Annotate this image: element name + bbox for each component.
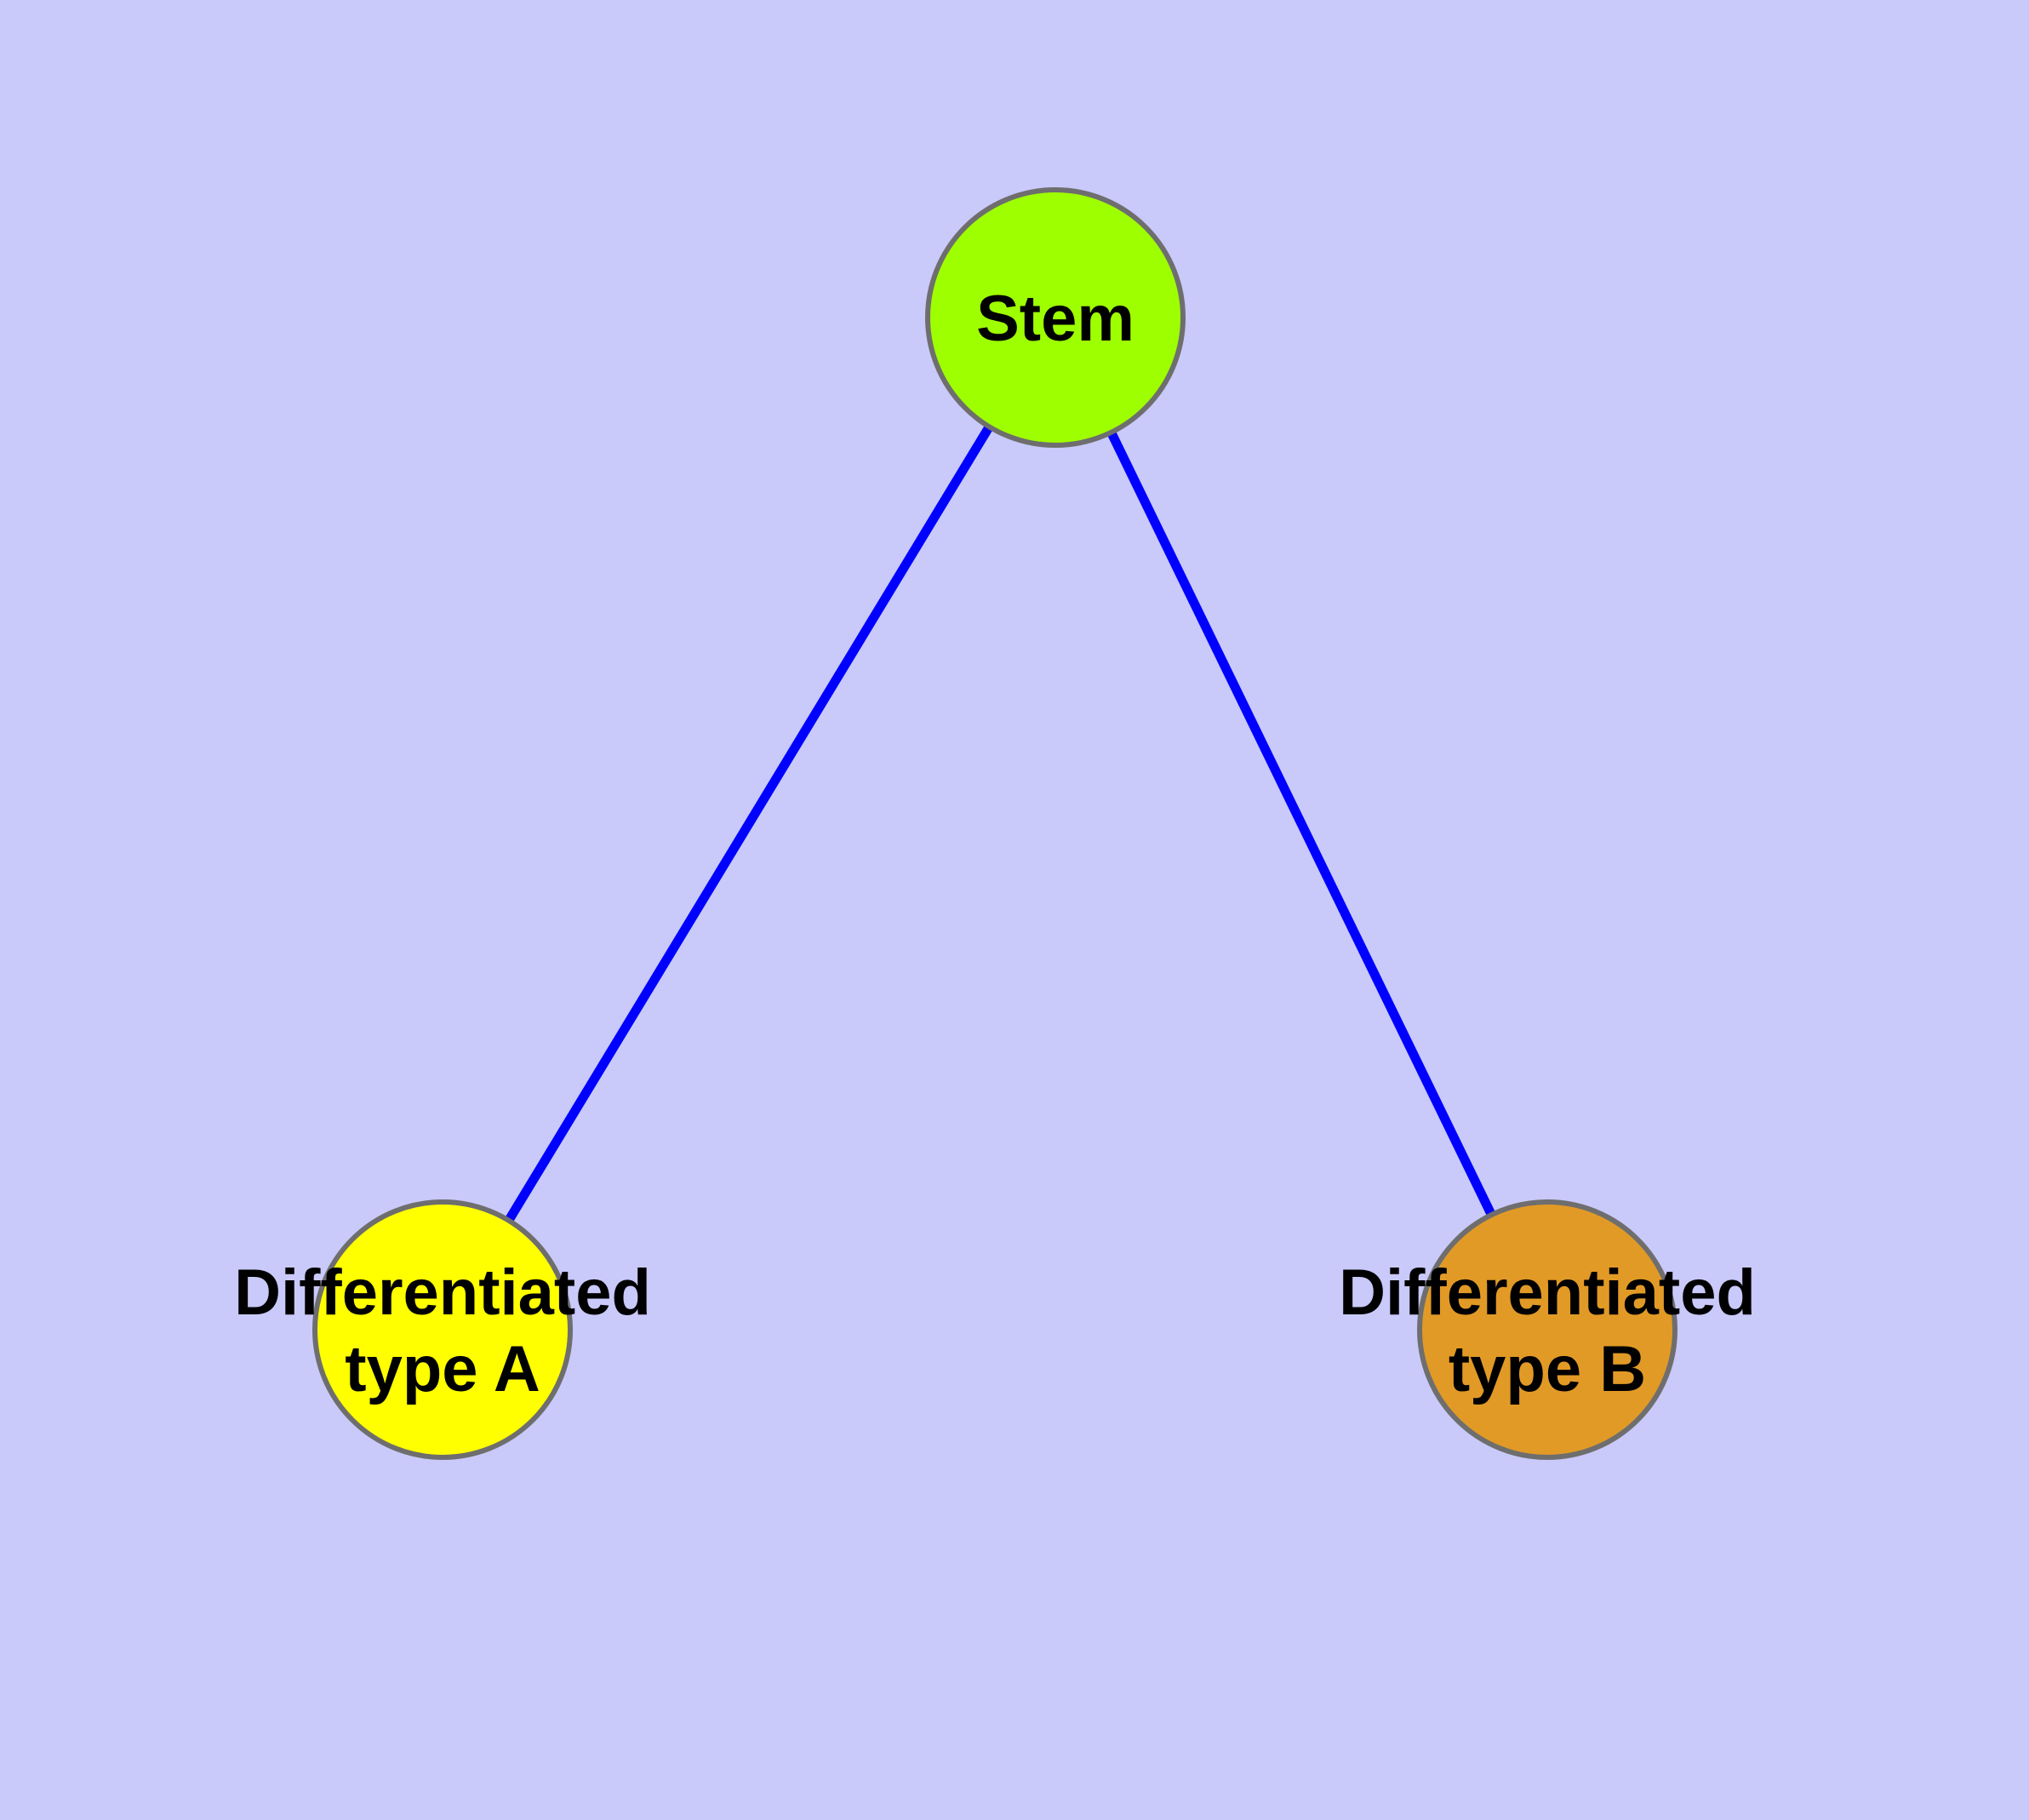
node-stem[interactable]: Stem: [925, 187, 1186, 448]
node-diff-b-label-line2: type B: [1449, 1333, 1646, 1405]
node-diff-a-circle[interactable]: [312, 1199, 573, 1460]
node-diff-b-circle[interactable]: [1417, 1199, 1677, 1460]
edge-stem-to-diff-b[interactable]: [1102, 421, 1500, 1227]
node-diff-a-label-line1: Differentiated: [234, 1256, 651, 1329]
edge-layer: [499, 415, 1500, 1232]
edge-stem-to-diff-a[interactable]: [499, 415, 999, 1232]
node-diff-b-label-line1: Differentiated: [1339, 1256, 1756, 1329]
node-diff-a-label-line2: type A: [345, 1333, 540, 1405]
node-diff-b[interactable]: Differentiated type B: [1339, 1199, 1756, 1460]
node-diff-a[interactable]: Differentiated type A: [234, 1199, 651, 1460]
node-stem-label-line1: Stem: [976, 283, 1135, 355]
node-stem-circle[interactable]: [925, 187, 1186, 448]
